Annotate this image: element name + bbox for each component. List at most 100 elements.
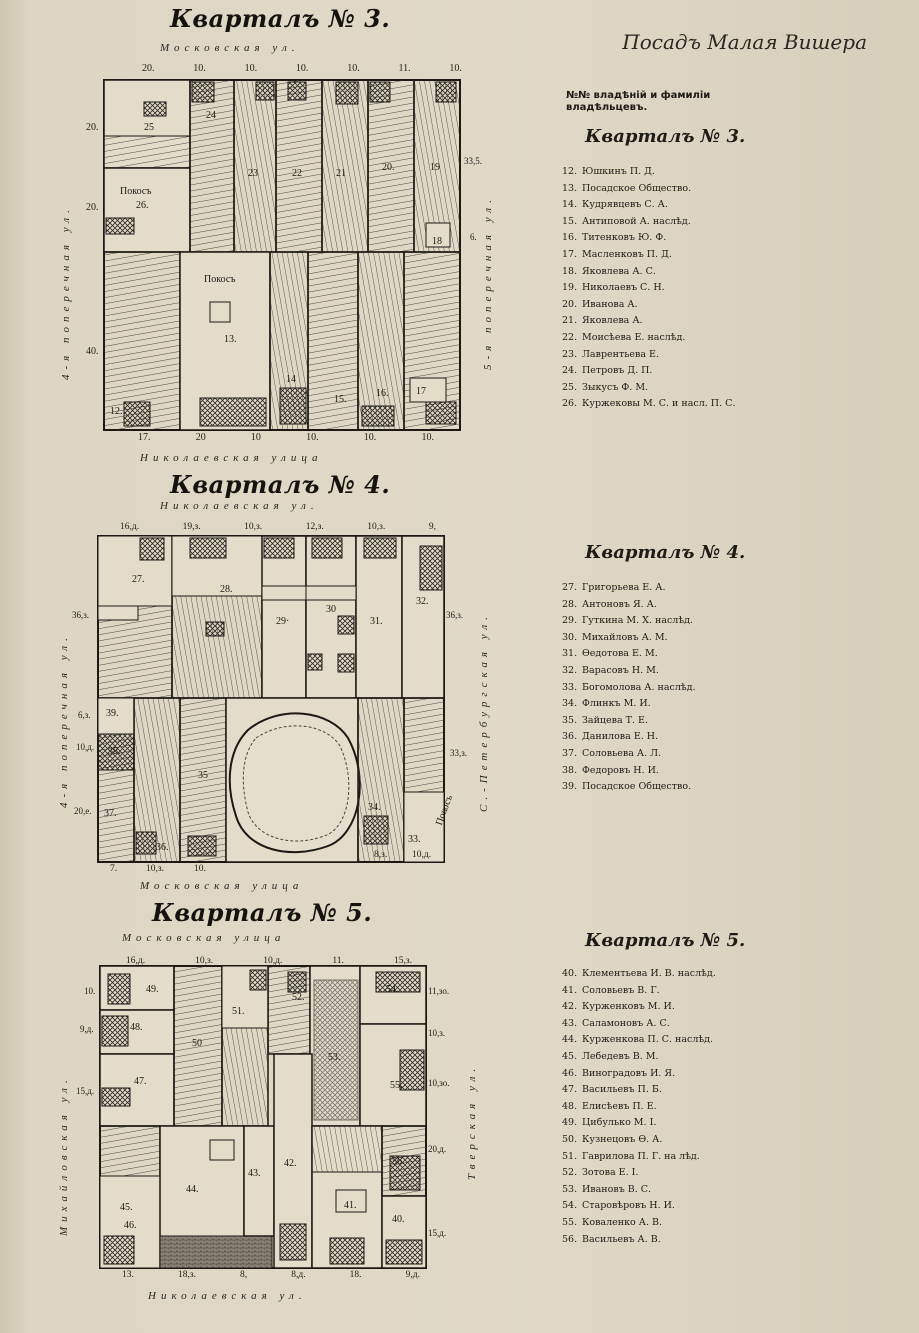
owner-name: Моисѣева Е. наслѣд. <box>582 331 686 343</box>
owner-number: 12. <box>562 166 578 177</box>
block-5-street-left: Михайловская ул. <box>58 1075 70 1236</box>
svg-text:23: 23 <box>248 168 258 179</box>
block-4-top-dims: 16,д.19,з.10,з.12,з.10,з.9, <box>120 522 436 532</box>
svg-text:13.: 13. <box>224 334 237 345</box>
owner-number: 16. <box>562 232 578 244</box>
pond <box>228 712 361 853</box>
svg-text:27.: 27. <box>132 574 145 585</box>
owner-number: 18. <box>562 265 578 277</box>
svg-text:41.: 41. <box>344 1200 357 1211</box>
owner-entry: 47.Васильевъ П. Б. <box>562 1082 716 1099</box>
svg-text:34.: 34. <box>368 802 381 813</box>
block-5-top-dims: 16,д.10,з.10,д.11.15,з. <box>126 956 412 966</box>
owner-entry: 48.Елисѣевъ П. Е. <box>562 1099 716 1116</box>
owner-number: 40. <box>562 968 578 979</box>
block-4-title: Кварталъ № 4. <box>170 470 391 499</box>
owner-number: 21. <box>562 315 578 327</box>
owner-name: Яковлева А. <box>582 315 643 327</box>
owner-name: Васильевъ А. В. <box>582 1233 661 1245</box>
owner-entry: 37.Соловьева А. Л. <box>562 746 695 763</box>
svg-text:37.: 37. <box>104 808 117 819</box>
block-3-dim-left-2: 20. <box>86 202 99 213</box>
block-4-dim-right-2: 33,з. <box>450 748 468 758</box>
lot-33 <box>403 791 445 863</box>
owner-entry: 44.Курженкова П. С. наслѣд. <box>562 1032 716 1049</box>
svg-text:30: 30 <box>326 604 336 615</box>
owner-name: Кузнецовъ Ѳ. А. <box>582 1133 663 1145</box>
owner-name: Иванова А. <box>582 298 638 310</box>
owner-number: 27. <box>562 582 578 593</box>
owner-entry: 45. Лебедевъ В. М. <box>562 1049 716 1066</box>
owner-name: Соловьева А. Л. <box>582 747 662 759</box>
owner-entry: 39.Посадское Общество. <box>562 779 695 796</box>
owner-number: 42. <box>562 1001 578 1013</box>
svg-text:16.: 16. <box>376 388 389 399</box>
owner-name: Данилова Е. Н. <box>582 731 659 743</box>
svg-text:49.: 49. <box>146 984 159 995</box>
owner-number: 24. <box>562 365 578 377</box>
owner-number: 47. <box>562 1084 578 1096</box>
lot-23 <box>233 79 277 253</box>
owner-number: 13. <box>562 182 578 194</box>
lot-21 <box>321 79 369 253</box>
owner-number: 44. <box>562 1034 578 1046</box>
owner-number: 30. <box>562 631 578 643</box>
svg-text:19: 19 <box>430 162 440 173</box>
owner-number: 23. <box>562 348 578 360</box>
owner-name: Ивановъ В. С. <box>582 1183 652 1195</box>
lot-29 <box>261 535 307 699</box>
owner-number: 33. <box>562 681 578 693</box>
owner-name: Масленковъ П. Д. <box>582 248 672 260</box>
owner-number: 53. <box>562 1183 578 1195</box>
block-3-street-top: Московская ул. <box>160 42 300 54</box>
owner-name: Яковлева А. С. <box>582 265 656 277</box>
owner-number: 31. <box>562 648 578 660</box>
owner-number: 20. <box>562 298 578 310</box>
owner-number: 54. <box>562 1200 578 1212</box>
owner-number: 32. <box>562 664 578 676</box>
owner-entry: 14.Кудрявцевъ С. А. <box>562 197 735 214</box>
owner-entry: 29.Гуткина М. Х. наслѣд. <box>562 613 695 630</box>
owner-list-block-4: 27.Григорьева Е. А.28.Антоновъ Я. А.29.Г… <box>562 580 695 796</box>
block-3-pokos-13: Покосъ <box>204 274 235 285</box>
owner-name: Зыкусъ Ф. М. <box>582 381 649 393</box>
block-3-dim-right-2: 6. <box>470 232 477 242</box>
owner-entry: 49.Цибулько М. І. <box>562 1115 716 1132</box>
owner-entry: 30.Михайловъ А. М. <box>562 630 695 647</box>
owner-entry: 16.Титенковъ Ю. Ф. <box>562 230 735 247</box>
svg-text:15.: 15. <box>334 394 347 405</box>
owner-name: Коваленко А. В. <box>582 1216 662 1228</box>
svg-text:56.: 56. <box>392 1156 405 1167</box>
svg-text:26.: 26. <box>136 200 149 211</box>
lot-24 <box>189 79 235 253</box>
owner-name: Соловьевъ В. Г. <box>582 984 660 996</box>
owner-entry: 22. Моисѣева Е. наслѣд. <box>562 330 735 347</box>
lot-15 <box>307 251 359 431</box>
owner-number: 26. <box>562 398 578 410</box>
block-4-dim-left-4: 20,е. <box>74 806 92 816</box>
svg-text:28.: 28. <box>220 584 233 595</box>
owner-number: 45. <box>562 1050 578 1062</box>
owner-name: Зотова Е. І. <box>582 1167 639 1179</box>
owner-number: 46. <box>562 1067 578 1079</box>
owner-number: 49. <box>562 1117 578 1129</box>
lot-38 <box>97 733 135 771</box>
svg-text:24: 24 <box>206 110 216 121</box>
legend-heading: №№ владѣній и фамиліи владѣльцевъ. <box>566 90 711 113</box>
owner-number: 15. <box>562 215 578 227</box>
owner-number: 22. <box>562 331 578 343</box>
owner-entry: 33.Богомолова А. наслѣд. <box>562 680 695 697</box>
block-3-dim-left-1: 20. <box>86 122 99 133</box>
block-3-map: 25 Покосъ 26. 24 23 22 21 20. 19 18 Поко… <box>103 79 461 431</box>
lot-12 <box>103 251 181 431</box>
owner-name: Лебедевъ В. М. <box>582 1050 659 1062</box>
block-5-street-top: Московская улица <box>122 932 286 944</box>
svg-text:14: 14 <box>286 374 296 385</box>
owner-entry: 38.Федоровъ Н. И. <box>562 763 695 780</box>
block-3-dim-left-3: 40. <box>86 346 99 357</box>
owner-name: Федоровъ Н. И. <box>582 764 659 776</box>
owner-name: Флинкъ М. И. <box>582 698 651 710</box>
block-5-dim-right-5: 15,д. <box>428 1228 447 1238</box>
block-5-dim-right-3: 10,зо. <box>428 1078 450 1088</box>
lot-16 <box>357 251 405 431</box>
